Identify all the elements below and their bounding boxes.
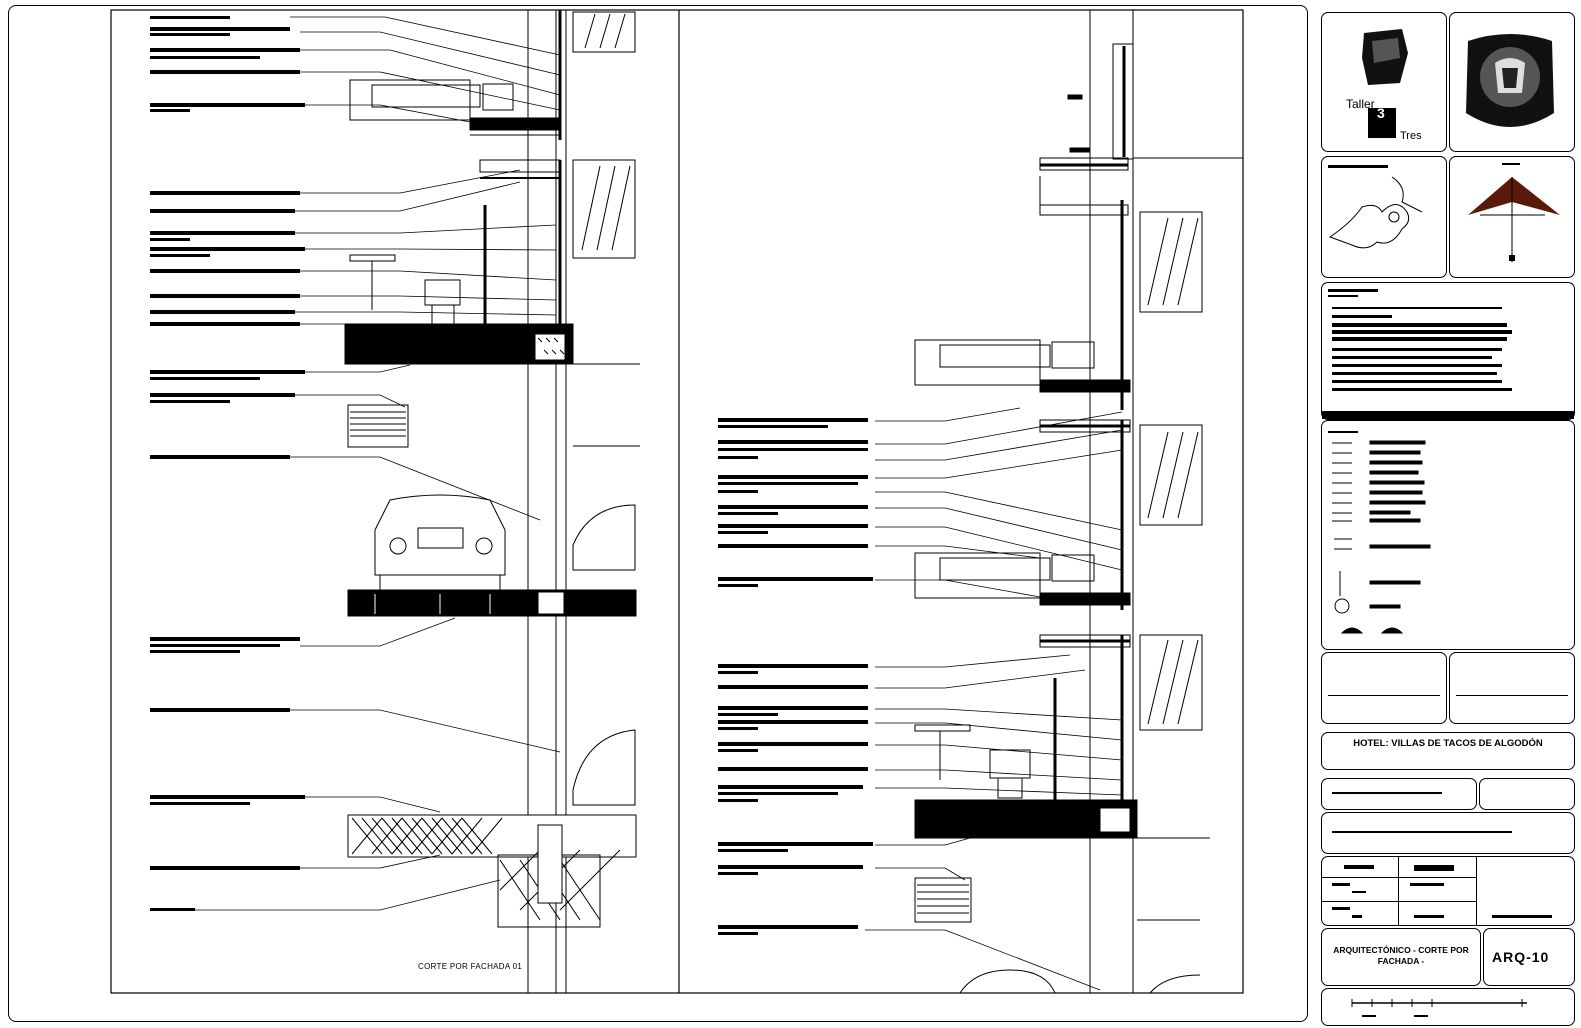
general-notes-box: [1321, 282, 1575, 420]
studio-logo-box: Taller 3 Tres: [1321, 12, 1447, 152]
section-drawing: [110, 9, 1244, 994]
sheet-data-box: [1321, 856, 1575, 926]
right-section: [914, 10, 1243, 994]
north-arrow-box: [1449, 156, 1575, 278]
left-annotations: [150, 16, 305, 911]
designer-box: [1321, 812, 1575, 854]
project-title-box: HOTEL: VILLAS DE TACOS DE ALGODÓN: [1321, 732, 1575, 770]
sheet-code-box: ARQ-10: [1483, 928, 1575, 986]
logo-text-tres: Tres: [1400, 130, 1422, 142]
university-seal-icon: [1466, 34, 1554, 127]
sheet-code: ARQ-10: [1492, 949, 1550, 965]
studio-emblem: [1362, 29, 1408, 138]
project-title: HOTEL: VILLAS DE TACOS DE ALGODÓN: [1353, 738, 1543, 749]
university-seal-box: [1449, 12, 1575, 152]
legend-box: [1321, 420, 1575, 650]
graphic-scale-box: [1321, 988, 1575, 1026]
logo-text-taller: Taller: [1346, 97, 1375, 111]
left-leaders: [195, 16, 561, 911]
sheet-subject: ARQUITECTÓNICO - CORTE POR FACHADA -: [1333, 945, 1469, 966]
location-map-box: [1321, 156, 1447, 278]
right-annotations: [718, 418, 873, 935]
client-extra-box: [1479, 778, 1575, 810]
right-leaders: [865, 407, 1123, 991]
inner-border: [110, 9, 1244, 994]
client-box: [1321, 778, 1477, 810]
revisions-box-left: [1321, 652, 1447, 724]
north-arrow-icon: [1468, 177, 1560, 262]
section-caption: CORTE POR FACHADA 01: [418, 962, 523, 971]
sheet-subject-box: ARQUITECTÓNICO - CORTE POR FACHADA -: [1321, 928, 1481, 986]
legend-symbols: [1332, 440, 1431, 634]
drawing-sheet: [8, 5, 1308, 1022]
revisions-box-right: [1449, 652, 1575, 724]
logo-number: 3: [1377, 105, 1385, 121]
left-section: [344, 10, 640, 993]
location-map-icon: [1328, 176, 1423, 249]
graphic-scale-icon: [1351, 999, 1527, 1017]
